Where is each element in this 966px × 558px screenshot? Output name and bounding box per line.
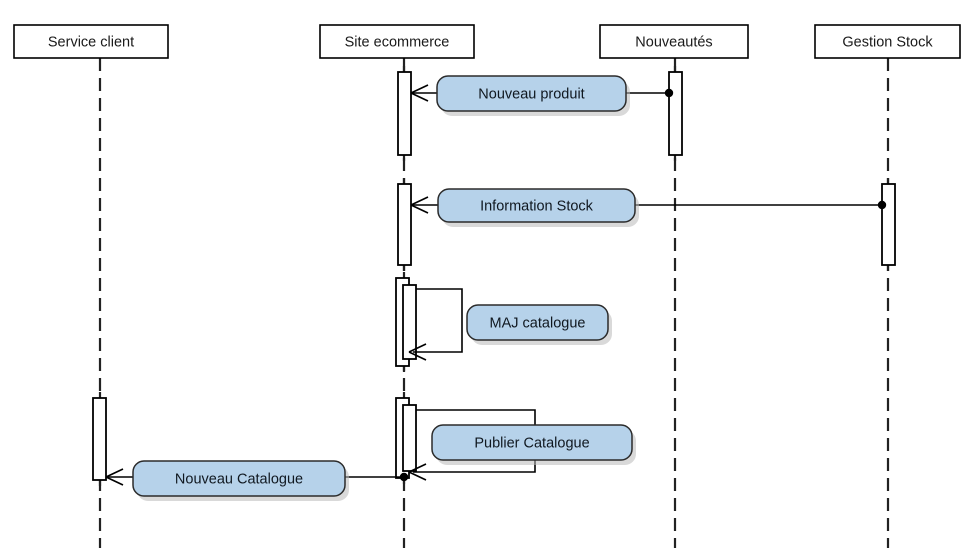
message-self-loop-line bbox=[413, 288, 463, 353]
open-arrowhead-icon bbox=[410, 84, 429, 102]
participant-label: Site ecommerce bbox=[345, 34, 450, 50]
participant-gestion-stock[interactable]: Gestion Stock bbox=[814, 24, 961, 59]
open-arrowhead-icon bbox=[408, 343, 427, 361]
open-arrowhead-icon bbox=[105, 468, 124, 486]
activation-bar-site-ecommerce bbox=[397, 71, 412, 156]
activation-bar-site-ecommerce bbox=[402, 404, 417, 472]
participant-box[interactable] bbox=[13, 24, 169, 59]
open-arrowhead-icon bbox=[410, 196, 429, 214]
activation-bar-nouveautes bbox=[668, 71, 683, 156]
participant-label: Service client bbox=[48, 34, 134, 50]
message-box[interactable] bbox=[466, 304, 609, 341]
activation-bar-site-ecommerce bbox=[397, 183, 412, 266]
message-msg-maj-catalogue[interactable]: MAJ catalogue bbox=[408, 288, 612, 361]
message-origin-ball-icon bbox=[877, 200, 887, 210]
message-label: Publier Catalogue bbox=[474, 435, 589, 451]
activation-bar-service-client bbox=[92, 397, 107, 481]
message-msg-nouveau-catalogue[interactable]: Nouveau Catalogue bbox=[105, 460, 409, 501]
message-msg-information-stock[interactable]: Information Stock bbox=[410, 188, 887, 227]
participants-layer: Service client Site ecommerce Nouveautés Ge… bbox=[13, 24, 961, 59]
participant-label: Gestion Stock bbox=[842, 34, 933, 50]
message-origin-ball-icon bbox=[399, 472, 409, 482]
message-label: Nouveau Catalogue bbox=[175, 471, 303, 487]
message-label: Nouveau produit bbox=[478, 86, 584, 102]
participant-box[interactable] bbox=[814, 24, 961, 59]
message-box[interactable] bbox=[436, 75, 627, 112]
participant-box[interactable] bbox=[319, 24, 475, 59]
participant-box[interactable] bbox=[599, 24, 749, 59]
open-arrowhead-icon bbox=[408, 463, 427, 481]
message-origin-ball-icon bbox=[664, 88, 674, 98]
participant-label: Nouveautés bbox=[635, 34, 712, 50]
activations-layer bbox=[92, 71, 896, 481]
message-msg-nouveau-produit[interactable]: Nouveau produit bbox=[410, 75, 674, 116]
participant-site-ecommerce[interactable]: Site ecommerce bbox=[319, 24, 475, 59]
message-label: Information Stock bbox=[480, 198, 594, 214]
participant-nouveautes[interactable]: Nouveautés bbox=[599, 24, 749, 59]
message-msg-publier-catalogue[interactable]: Publier Catalogue bbox=[408, 409, 636, 481]
participant-service-client[interactable]: Service client bbox=[13, 24, 169, 59]
activation-bar-gestion-stock bbox=[881, 183, 896, 266]
message-box[interactable] bbox=[437, 188, 636, 223]
activation-bar-site-ecommerce bbox=[402, 284, 417, 360]
message-box[interactable] bbox=[132, 460, 346, 497]
message-box[interactable] bbox=[431, 424, 633, 461]
message-label: MAJ catalogue bbox=[490, 315, 586, 331]
